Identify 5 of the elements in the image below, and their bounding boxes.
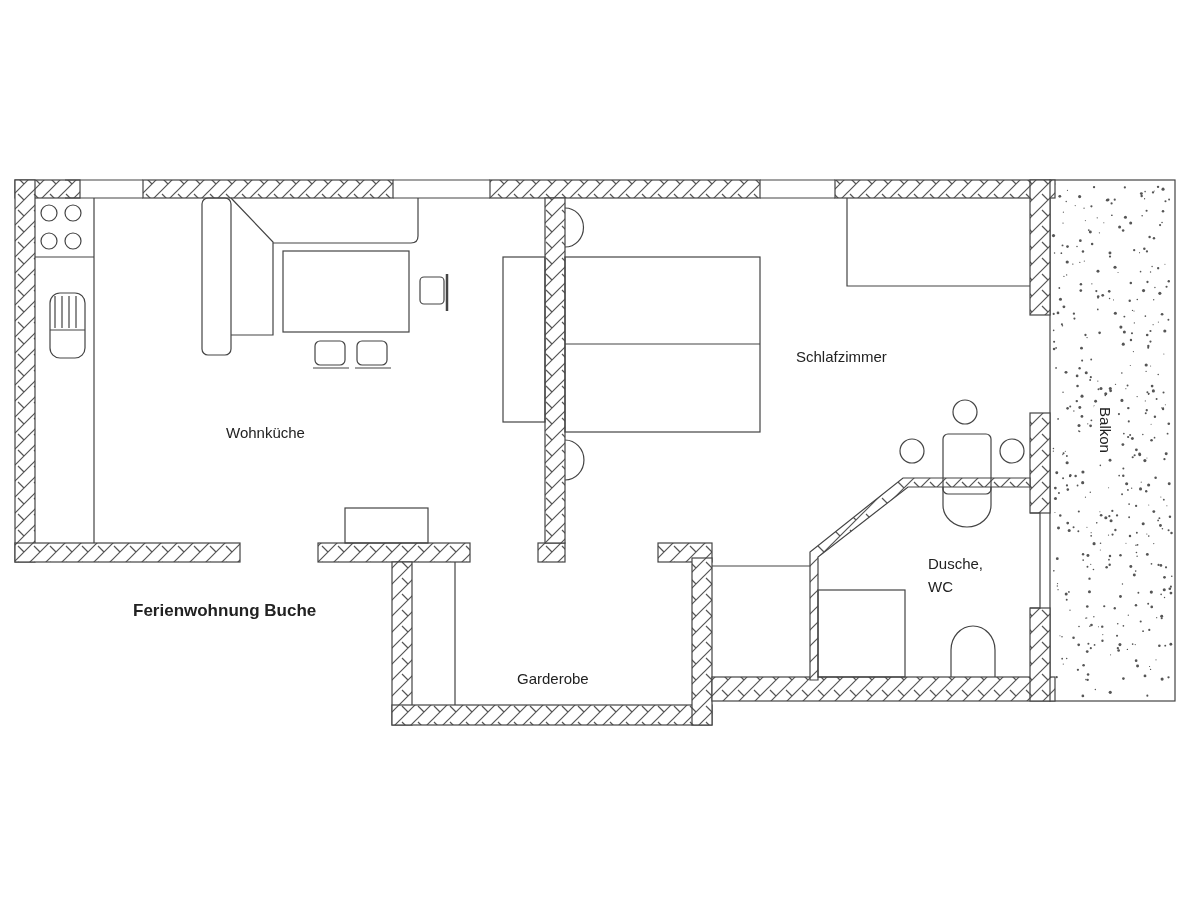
room-label: Garderobe xyxy=(517,669,589,689)
room-label: Dusche, WC xyxy=(928,554,985,597)
room-label: Wohnküche xyxy=(226,423,305,443)
plan-title: Ferienwohnung Buche xyxy=(133,600,317,622)
room-label: Schlafzimmer xyxy=(796,347,887,367)
